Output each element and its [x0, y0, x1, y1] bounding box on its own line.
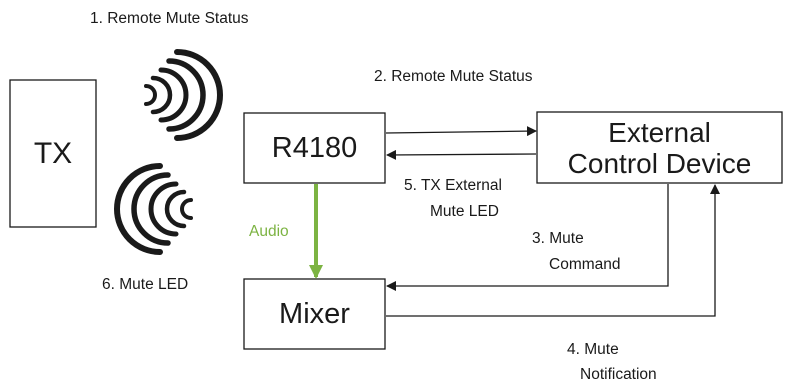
arrow-mute-notification [386, 184, 720, 317]
arrow-tx-external-mute-led [386, 149, 537, 160]
tx-label: TX [33, 136, 73, 170]
label-tx-external-mute-led-2: Mute LED [430, 203, 499, 220]
label-mute-led: 6. Mute LED [102, 276, 189, 293]
external-control-device-line2: Control Device [567, 147, 752, 179]
r4180-label: R4180 [271, 131, 358, 164]
label-mute-notification-1: 4. Mute [567, 341, 619, 358]
arrow-remote-mute-status [385, 126, 537, 137]
label-mute-command-2: Command [549, 256, 621, 273]
external-control-device-box [536, 111, 783, 184]
label-remote-mute-status-2: 2. Remote Mute Status [374, 68, 533, 85]
label-mute-command-1: 3. Mute [532, 230, 584, 247]
mixer-label: Mixer [279, 297, 350, 330]
label-tx-external-mute-led-1: 5. TX External [404, 177, 502, 194]
external-control-device-label: External Control Device [537, 112, 782, 183]
tx-box [9, 79, 97, 228]
arrow-mute-command [386, 184, 669, 291]
label-remote-mute-status-1: 1. Remote Mute Status [90, 10, 249, 27]
r4180-box [243, 112, 386, 184]
label-audio: Audio [249, 223, 289, 240]
external-control-device-line1: External [608, 116, 711, 148]
radio-waves-icon [144, 49, 223, 141]
radio-waves-icon [114, 163, 193, 255]
mixer-box [243, 278, 386, 350]
label-mute-notification-2: Notification [580, 366, 657, 383]
